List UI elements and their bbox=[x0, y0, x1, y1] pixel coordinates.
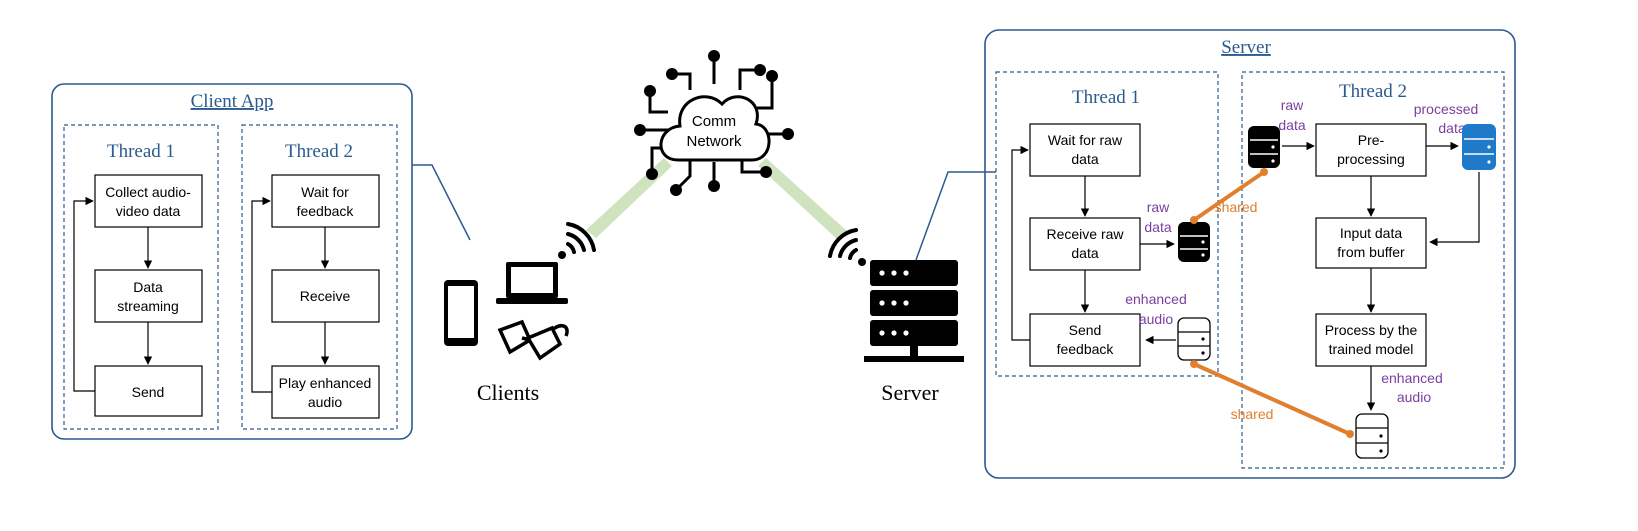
server-wait-box bbox=[1029, 123, 1141, 177]
t1-enh-label-line1: enhanced bbox=[1125, 291, 1187, 307]
t2-raw-label-line2: data bbox=[1278, 117, 1305, 133]
laptop-icon bbox=[496, 262, 568, 304]
server-input-line2: from buffer bbox=[1337, 244, 1405, 260]
t2-enh-label-line2: audio bbox=[1397, 389, 1431, 405]
enhanced-audio-database-icon bbox=[1177, 317, 1211, 361]
client-wait-box bbox=[271, 174, 380, 228]
server-receive-line1: Receive raw bbox=[1046, 226, 1124, 242]
client-thread1-frame bbox=[63, 124, 219, 430]
server-model-line2: trained model bbox=[1329, 341, 1414, 357]
client-streaming-line1: Data bbox=[133, 279, 163, 295]
client-collect-line2: video data bbox=[116, 203, 181, 219]
client-collect-line1: Collect audio- bbox=[105, 184, 191, 200]
server-thread2-title: Thread 2 bbox=[1339, 81, 1407, 102]
server-wait-line2: data bbox=[1071, 151, 1098, 167]
client-app-title: Client App bbox=[191, 91, 274, 112]
client-play-line1: Play enhanced bbox=[279, 375, 372, 391]
server-callout-line bbox=[915, 171, 996, 261]
server-send-line2: feedback bbox=[1057, 341, 1115, 357]
server-rack-icon bbox=[864, 260, 964, 362]
client-network-beam bbox=[586, 158, 672, 238]
server-receive-box bbox=[1029, 217, 1141, 271]
clients-label: Clients bbox=[477, 380, 539, 405]
server-thread1-title: Thread 1 bbox=[1072, 87, 1140, 108]
client-collect-box bbox=[94, 174, 203, 228]
client-wait-line2: feedback bbox=[297, 203, 355, 219]
server-input-line1: Input data bbox=[1340, 225, 1402, 241]
t2-proc-label-line1: processed bbox=[1414, 101, 1479, 117]
network-label-line1: Comm bbox=[692, 113, 736, 130]
server-device-label: Server bbox=[881, 380, 939, 405]
client-app-panel: Client App Thread 1 Collect audio- video… bbox=[51, 83, 413, 440]
client-streaming-box bbox=[94, 269, 203, 323]
t1-raw-label-line2: data bbox=[1144, 219, 1171, 235]
server-send-line1: Send bbox=[1069, 322, 1102, 338]
server-input-box bbox=[1315, 217, 1427, 269]
processed-data-database-icon bbox=[1462, 124, 1496, 170]
client-streaming-line2: streaming bbox=[117, 298, 178, 314]
shared-link-raw: shared bbox=[1190, 168, 1268, 224]
t2-enhanced-database-icon bbox=[1355, 413, 1389, 459]
server-device: Server bbox=[828, 228, 964, 405]
client-play-box bbox=[271, 365, 380, 419]
comm-network-cloud: Comm Network bbox=[634, 50, 794, 196]
client-callout-line bbox=[412, 164, 471, 241]
server-model-line1: Process by the bbox=[1325, 322, 1418, 338]
t2-enh-label-line1: enhanced bbox=[1381, 370, 1443, 386]
t1-raw-label-line1: raw bbox=[1147, 199, 1170, 215]
server-panel: Server Thread 1 Wait for raw data Receiv… bbox=[984, 29, 1516, 479]
server-model-box bbox=[1315, 313, 1427, 367]
server-network-beam bbox=[758, 158, 848, 240]
t2-raw-label-line1: raw bbox=[1281, 97, 1304, 113]
raw-data-database-icon bbox=[1178, 222, 1210, 262]
client-devices: Clients bbox=[444, 222, 596, 405]
network-label-line2: Network bbox=[686, 133, 742, 150]
t2-proc-label-line2: data bbox=[1438, 120, 1465, 136]
client-thread1-title: Thread 1 bbox=[107, 141, 175, 162]
shared-label-1: shared bbox=[1215, 199, 1258, 215]
client-thread2-title: Thread 2 bbox=[285, 141, 353, 162]
wifi-icon-server bbox=[828, 228, 866, 266]
server-preprocessing-line1: Pre- bbox=[1358, 132, 1385, 148]
shared-label-2: shared bbox=[1231, 406, 1274, 422]
server-preprocessing-line2: processing bbox=[1337, 151, 1405, 167]
shared-link-enhanced: shared bbox=[1190, 360, 1354, 438]
client-send-label: Send bbox=[132, 384, 165, 400]
server-wait-line1: Wait for raw bbox=[1048, 132, 1123, 148]
t1-enh-label-line2: audio bbox=[1139, 311, 1173, 327]
vr-glasses-icon bbox=[497, 319, 569, 361]
client-wait-line1: Wait for bbox=[301, 184, 349, 200]
smartphone-icon bbox=[444, 280, 478, 346]
wifi-icon-client bbox=[558, 222, 596, 259]
server-panel-title: Server bbox=[1221, 37, 1271, 58]
server-thread1-frame bbox=[995, 71, 1219, 377]
client-play-line2: audio bbox=[308, 394, 342, 410]
server-receive-line2: data bbox=[1071, 245, 1098, 261]
client-thread2-frame bbox=[241, 124, 398, 430]
t2-raw-database-icon bbox=[1248, 126, 1280, 168]
client-receive-label: Receive bbox=[300, 288, 351, 304]
